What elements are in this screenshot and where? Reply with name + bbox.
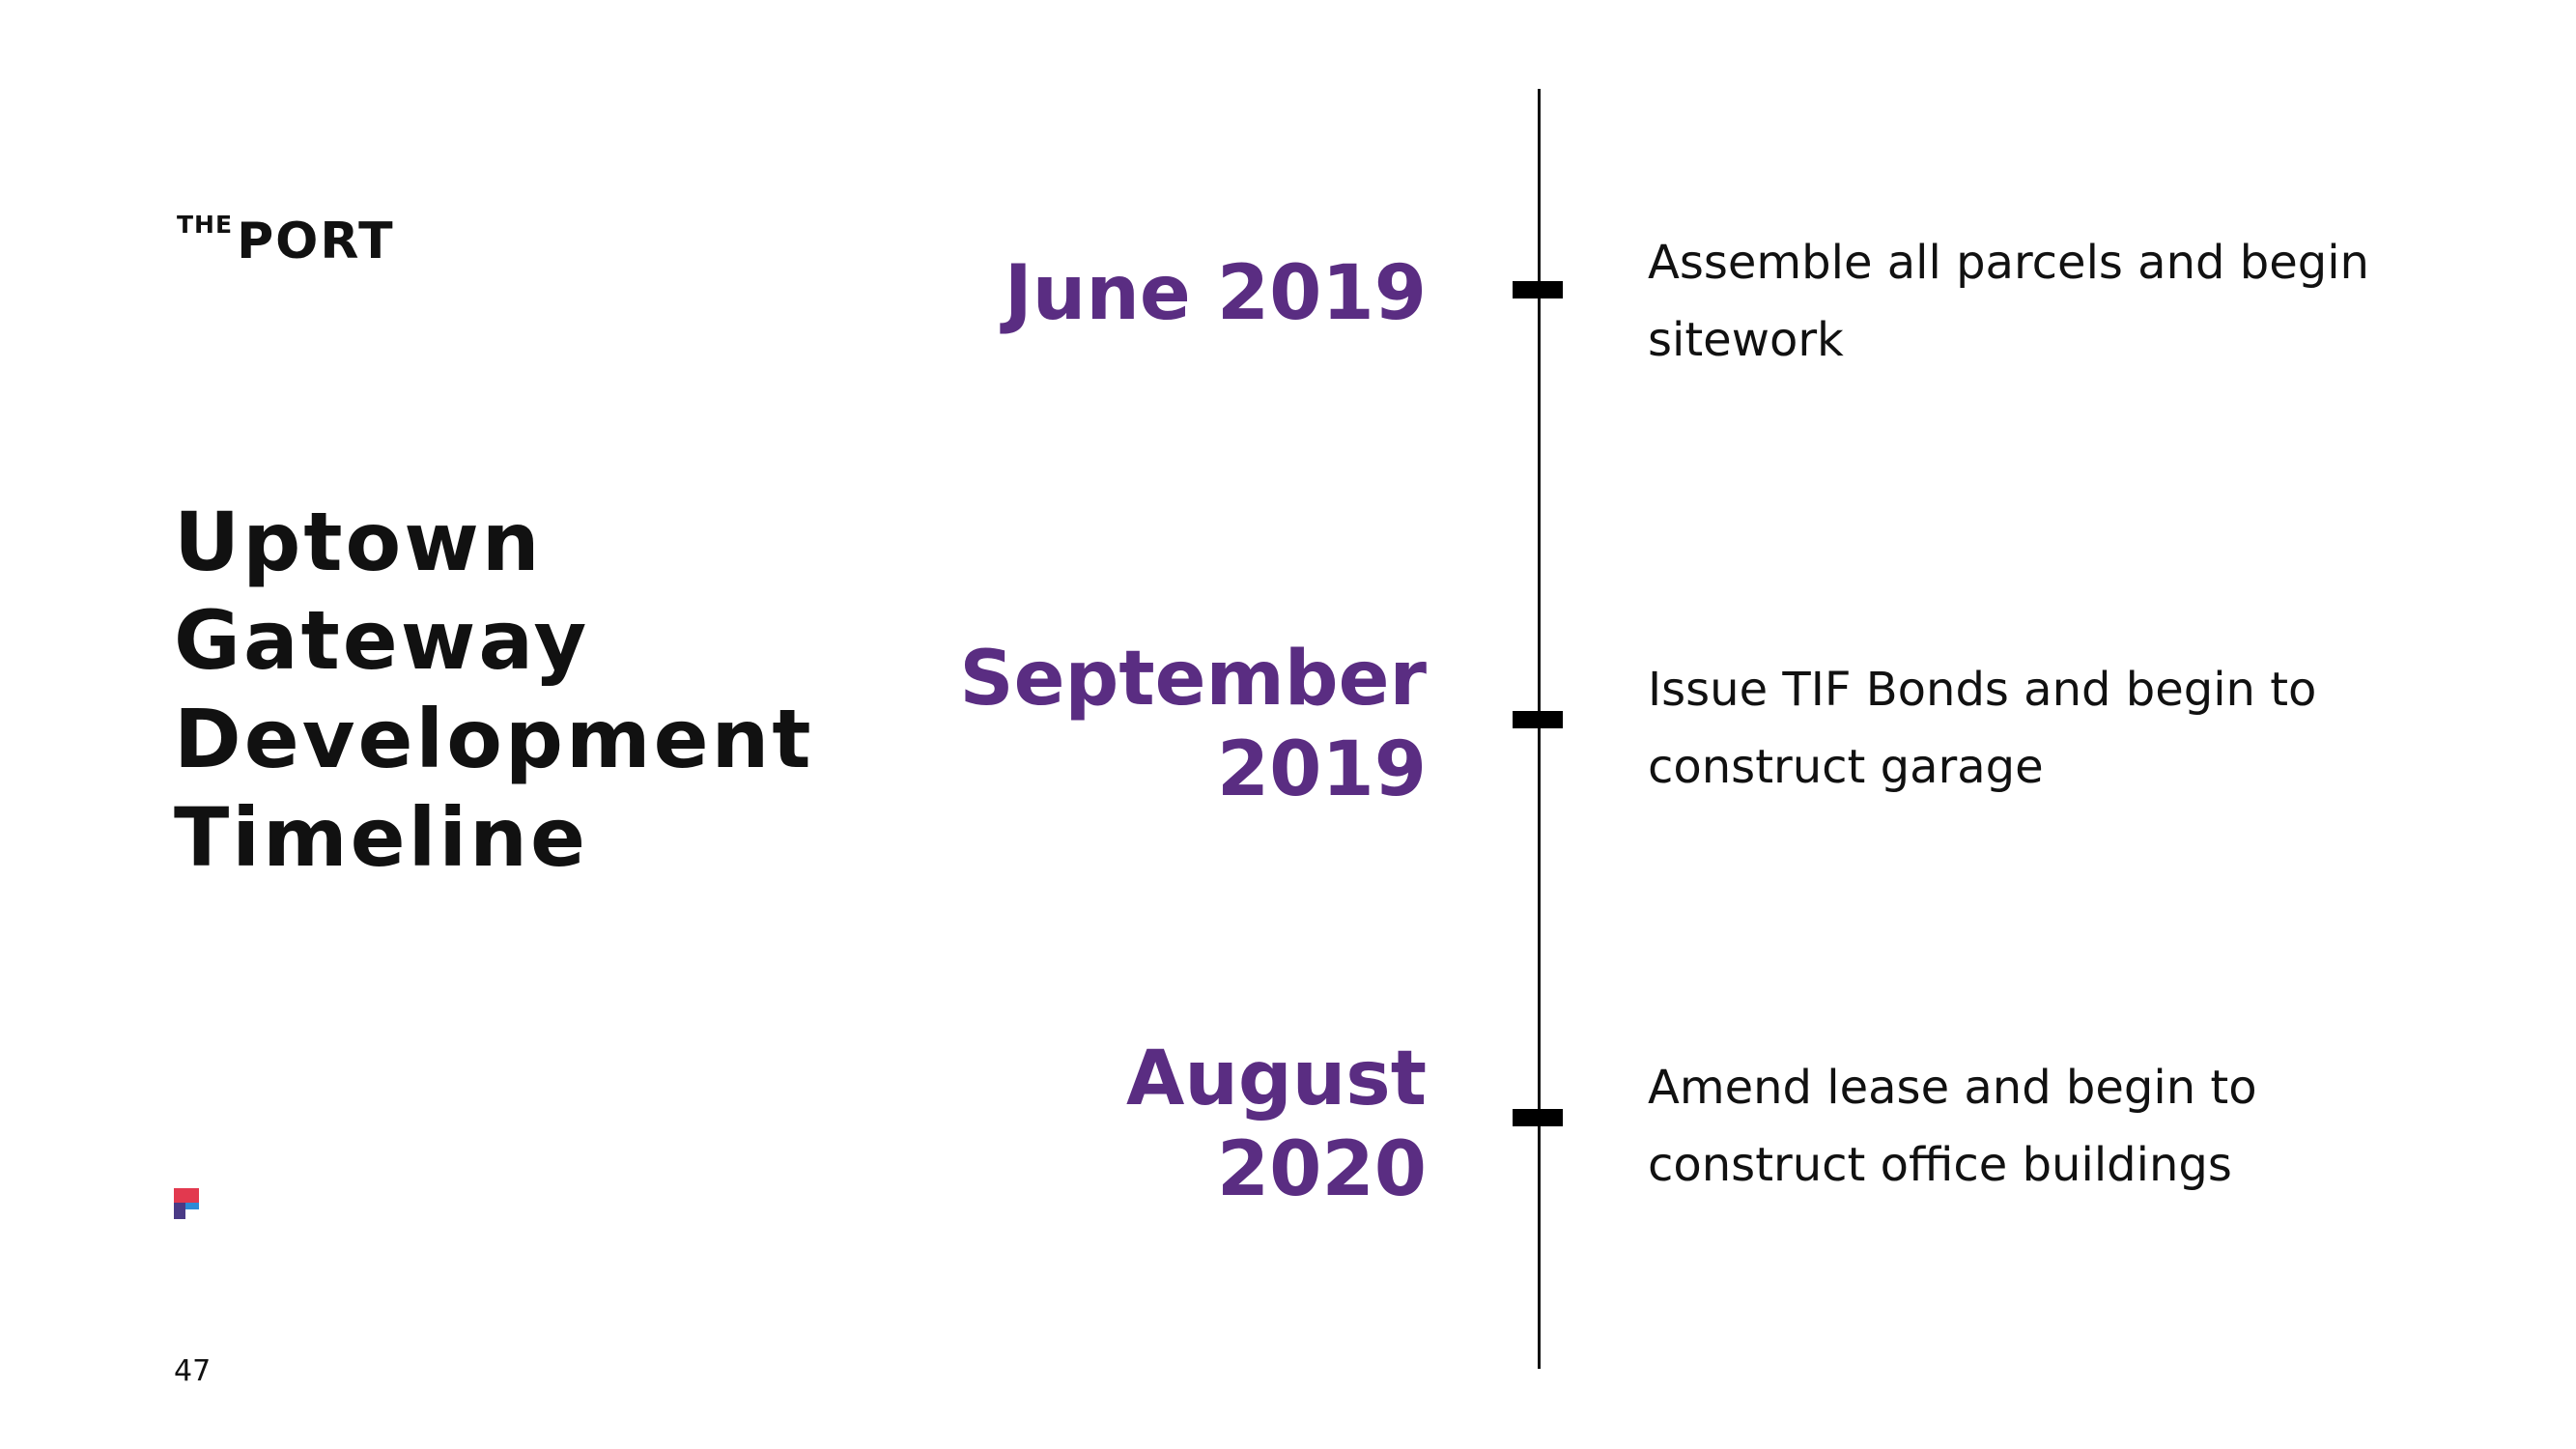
milestone-date: September 2019 — [847, 634, 1427, 815]
milestone-date-line: 2019 — [1216, 726, 1427, 813]
milestone-description-line: Amend lease and begin to — [1648, 1061, 2257, 1115]
milestone-description: Assemble all parcels and begin sitework — [1648, 224, 2382, 379]
title-line: Development — [174, 692, 814, 786]
timeline-axis — [1538, 89, 1541, 1369]
timeline-tick — [1513, 281, 1563, 298]
milestone-description-line: Assemble all parcels and begin — [1648, 236, 2369, 290]
milestone-description-line: sitework — [1648, 313, 1844, 367]
milestone-description: Issue TIF Bonds and begin to construct g… — [1648, 651, 2382, 806]
brand-mark-blue-block — [185, 1203, 199, 1209]
milestone-description-line: Issue TIF Bonds and begin to — [1648, 663, 2317, 717]
logo-prefix: THE — [177, 211, 234, 239]
timeline-tick — [1513, 1109, 1563, 1126]
milestone-description-line: construct garage — [1648, 740, 2044, 794]
milestone-description-line: construct office buildings — [1648, 1138, 2232, 1192]
brand-mark-icon — [174, 1188, 199, 1219]
brand-mark-purple-block — [174, 1203, 185, 1219]
title-line: Timeline — [174, 790, 588, 885]
page-title: Uptown Gateway Development Timeline — [174, 493, 1043, 887]
milestone-date-line: August — [1126, 1036, 1427, 1122]
page-number: 47 — [174, 1354, 212, 1388]
timeline-tick — [1513, 711, 1563, 728]
milestone-description: Amend lease and begin to construct offic… — [1648, 1049, 2382, 1204]
milestone-date: June 2019 — [847, 248, 1427, 339]
logo-name: PORT — [237, 213, 395, 270]
brand-mark-red-block — [174, 1188, 199, 1203]
milestone-date-line: 2020 — [1216, 1126, 1427, 1213]
title-line: Uptown — [174, 495, 543, 589]
milestone-date-line: June 2019 — [1004, 250, 1427, 337]
milestone-date: August 2020 — [847, 1034, 1427, 1215]
the-port-logo: THEPORT — [177, 211, 395, 270]
title-line: Gateway — [174, 593, 590, 688]
milestone-date-line: September — [959, 636, 1427, 723]
